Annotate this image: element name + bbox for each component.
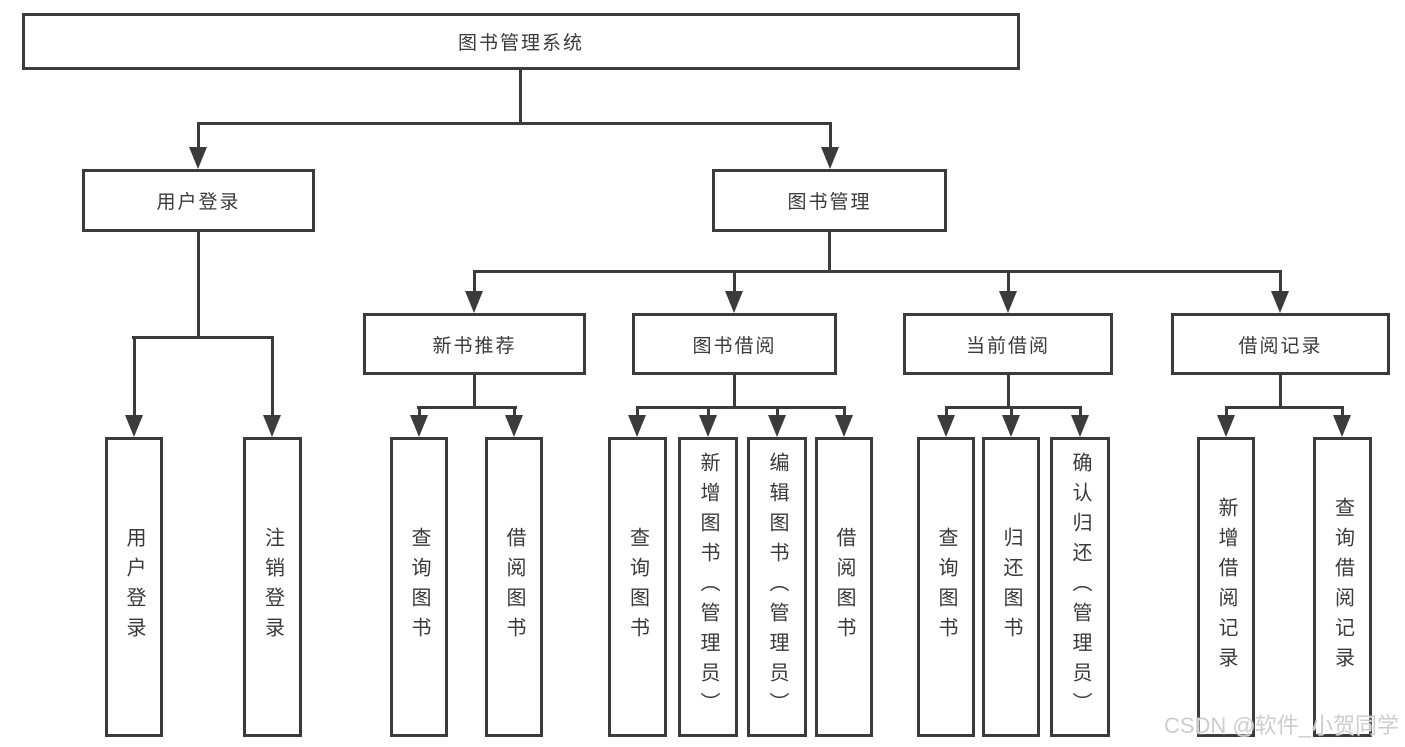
leaf-logout: 注销登录 [243,437,302,737]
connector-root-crossbar [197,122,832,125]
leaf-return-book-label: 归还图书 [1000,527,1022,647]
arrow-down-icon [263,415,281,437]
arrow-down-icon [1002,415,1020,437]
node-book-borrowing: 图书借阅 [632,313,837,375]
leaf-return-book: 归还图书 [982,437,1040,737]
connector-records-crossbar [1225,406,1344,409]
arrow-down-icon [835,415,853,437]
connector-stem [1010,406,1013,418]
connector-root-to-user-login-stem [197,122,200,150]
leaf-edit-book-admin-label: 编辑图书（管理员） [766,452,788,722]
node-borrowing-records: 借阅记录 [1171,313,1390,375]
leaf-query-books-current-label: 查询图书 [935,527,957,647]
connector-current-trunk [1007,375,1010,409]
connector-user-login-trunk [197,232,200,339]
leaf-add-book-admin: 新增图书（管理员） [678,437,738,737]
node-user-login-label: 用户登录 [156,192,241,213]
connector-stem [636,406,639,418]
arrow-down-icon [725,291,743,313]
connector-stem [1007,270,1010,293]
arrow-down-icon [999,291,1017,313]
node-book-management-module: 图书管理 [712,169,947,232]
node-new-book-recommend-label: 新书推荐 [432,335,517,357]
node-new-book-recommend: 新书推荐 [363,313,586,375]
arrow-down-icon [1217,415,1235,437]
arrow-down-icon [1271,291,1289,313]
arrow-down-icon [1071,415,1089,437]
leaf-borrow-books-borrowing: 借阅图书 [815,437,873,737]
leaf-edit-book-admin: 编辑图书（管理员） [747,437,807,737]
leaf-add-borrow-record-label: 新增借阅记录 [1215,497,1237,677]
arrow-down-icon [125,415,143,437]
arrow-down-icon [189,147,207,169]
connector-root-to-book-mgmt-stem [829,122,832,150]
connector-recommend-crossbar [417,406,517,409]
leaf-borrow-books-recommend-label: 借阅图书 [503,527,525,647]
connector-borrowing-crossbar [636,406,846,409]
connector-book-mgmt-trunk [828,232,831,273]
node-book-management-label: 图书管理 [787,192,872,213]
leaf-user-login-label: 用户登录 [123,527,145,647]
node-book-borrowing-label: 图书借阅 [692,335,777,357]
connector-stem [473,270,476,293]
leaf-add-book-admin-label: 新增图书（管理员） [697,452,719,722]
connector-user-login-crossbar [132,336,274,339]
connector-stem [733,270,736,293]
arrow-down-icon [768,415,786,437]
leaf-borrow-books-borrowing-label: 借阅图书 [833,527,855,647]
arrow-down-icon [821,147,839,169]
connector-records-trunk [1279,375,1282,409]
leaf-query-books-borrowing: 查询图书 [608,437,667,737]
leaf-user-login: 用户登录 [105,437,163,737]
leaf-query-books-recommend-label: 查询图书 [408,527,430,647]
leaf-logout-label: 注销登录 [261,527,284,647]
node-current-borrowing: 当前借阅 [903,313,1113,375]
connector-stem [843,406,846,418]
connector-stem [1341,406,1344,418]
leaf-query-borrow-record-label: 查询借阅记录 [1331,497,1354,677]
leaf-query-books-borrowing-label: 查询图书 [626,527,649,647]
connector-borrowing-trunk [733,375,736,409]
arrow-down-icon [465,291,483,313]
connector-stem [418,406,421,418]
connector-stem [1279,270,1282,293]
connector-stem [1079,406,1082,418]
connector-root-trunk [519,70,522,125]
node-user-login-module: 用户登录 [82,169,315,232]
leaf-add-borrow-record: 新增借阅记录 [1197,437,1255,737]
connector-stem [133,336,136,417]
arrow-down-icon [937,415,955,437]
connector-stem [513,406,516,418]
arrow-down-icon [628,415,646,437]
arrow-down-icon [699,415,717,437]
connector-book-mgmt-crossbar [473,270,1282,273]
node-root-library-system: 图书管理系统 [22,13,1020,70]
node-borrowing-records-label: 借阅记录 [1238,335,1323,357]
connector-stem [945,406,948,418]
leaf-query-books-current: 查询图书 [917,437,975,737]
leaf-query-books-recommend: 查询图书 [390,437,448,737]
arrow-down-icon [1333,415,1351,437]
connector-stem [1225,406,1228,418]
node-root-label: 图书管理系统 [457,33,584,54]
leaf-query-borrow-record: 查询借阅记录 [1313,437,1372,737]
leaf-confirm-return-admin-label: 确认归还（管理员） [1069,452,1091,722]
arrow-down-icon [505,415,523,437]
leaf-borrow-books-recommend: 借阅图书 [485,437,543,737]
connector-stem [707,406,710,418]
connector-stem [271,336,274,417]
connector-current-crossbar [945,406,1081,409]
connector-stem [776,406,779,418]
leaf-confirm-return-admin: 确认归还（管理员） [1050,437,1110,737]
node-current-borrowing-label: 当前借阅 [965,335,1050,357]
connector-recommend-trunk [473,375,476,409]
arrow-down-icon [410,415,428,437]
